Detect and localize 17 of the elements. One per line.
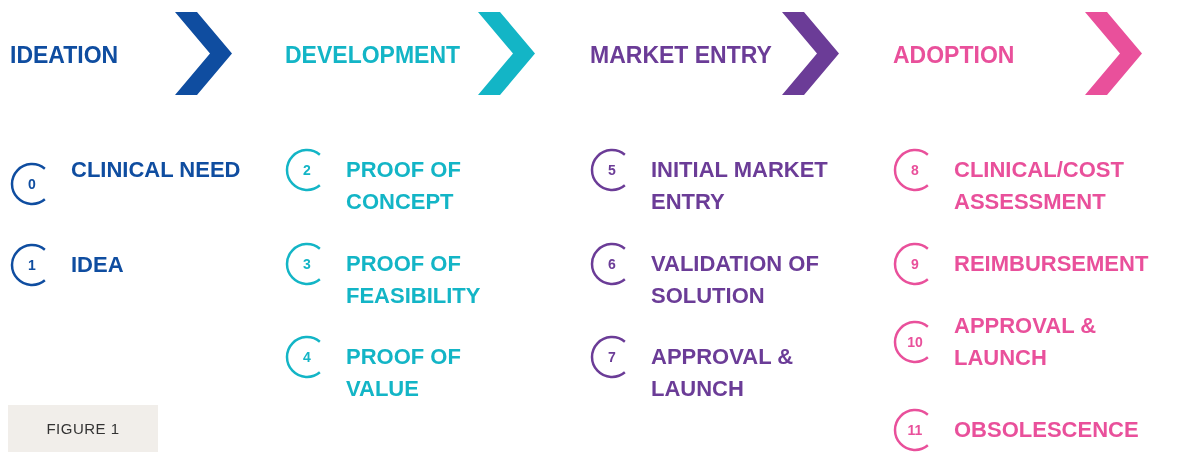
- step-label: APPROVAL & LAUNCH: [651, 343, 795, 403]
- phase-heading: ADOPTION: [893, 40, 1015, 70]
- phase-heading: DEVELOPMENT: [285, 40, 461, 70]
- figure-tag: FIGURE 1: [8, 405, 158, 452]
- phase-heading: IDEATION: [10, 40, 119, 70]
- step-label: INITIAL MARKET ENTRY: [651, 156, 829, 216]
- step-label: CLINICAL/COST ASSESSMENT: [954, 156, 1125, 216]
- step-label: PROOF OF CONCEPT: [346, 156, 462, 216]
- step-label: OBSOLESCENCE: [954, 416, 1140, 444]
- step-label: PROOF OF VALUE: [346, 343, 462, 403]
- step-label: PROOF OF FEASIBILITY: [346, 250, 482, 310]
- step-label: VALIDATION OF SOLUTION: [651, 250, 820, 310]
- step-label: REIMBURSEMENT: [954, 250, 1150, 278]
- step-label: APPROVAL & LAUNCH: [954, 312, 1098, 372]
- step-label: CLINICAL NEED: [71, 156, 241, 184]
- step-label: IDEA: [71, 251, 125, 279]
- phase-heading: MARKET ENTRY: [590, 40, 772, 70]
